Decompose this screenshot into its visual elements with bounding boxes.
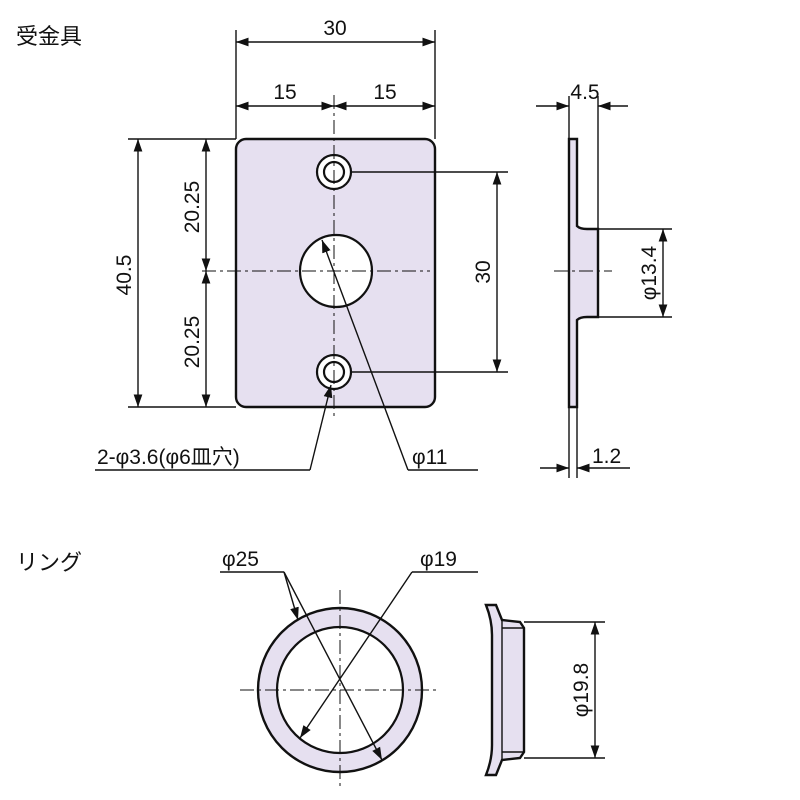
dim-height-total: 40.5 <box>113 138 236 408</box>
ring-outer-label: φ25 <box>222 548 259 571</box>
dim-height-upper-label: 20.25 <box>181 181 204 234</box>
leader-center-hole: φ11 <box>321 239 478 471</box>
dim-width-halves: 15 15 <box>236 81 435 111</box>
ring-inner-label: φ19 <box>420 548 457 571</box>
dim-hole-pitch-label: 30 <box>472 260 495 283</box>
ring-title: リング <box>16 551 82 576</box>
bracket-front-view <box>202 95 437 420</box>
ring-profile <box>484 603 526 777</box>
dim-thickness-total-label: 4.5 <box>570 81 599 104</box>
dim-boss-diameter-label: φ13.4 <box>638 245 661 300</box>
bracket-title: 受金具 <box>16 25 82 50</box>
dim-width-total-label: 30 <box>323 17 346 40</box>
dim-width-total: 30 <box>235 17 436 139</box>
dim-height-halves: 20.25 20.25 <box>181 139 211 407</box>
dim-width-half-left-label: 15 <box>273 81 296 104</box>
center-hole-label: φ11 <box>412 446 447 469</box>
dim-height-lower-label: 20.25 <box>181 316 204 369</box>
dim-height-total-label: 40.5 <box>113 255 136 296</box>
ring-front-view: φ25 φ19 <box>220 548 478 790</box>
dim-hole-pitch: 30 <box>351 171 508 373</box>
bracket-side-view: 4.5 φ13.4 1.2 <box>536 81 672 478</box>
ring-side-label: φ19.8 <box>570 663 593 718</box>
bracket-profile <box>567 137 600 409</box>
leader-screw-holes: 2-φ3.6(φ6皿穴) <box>95 384 333 471</box>
dim-width-half-right-label: 15 <box>373 81 396 104</box>
ring-side-view: φ19.8 <box>484 603 605 777</box>
dim-plate-thickness-label: 1.2 <box>592 445 621 468</box>
screw-holes-label: 2-φ3.6(φ6皿穴) <box>97 446 240 469</box>
